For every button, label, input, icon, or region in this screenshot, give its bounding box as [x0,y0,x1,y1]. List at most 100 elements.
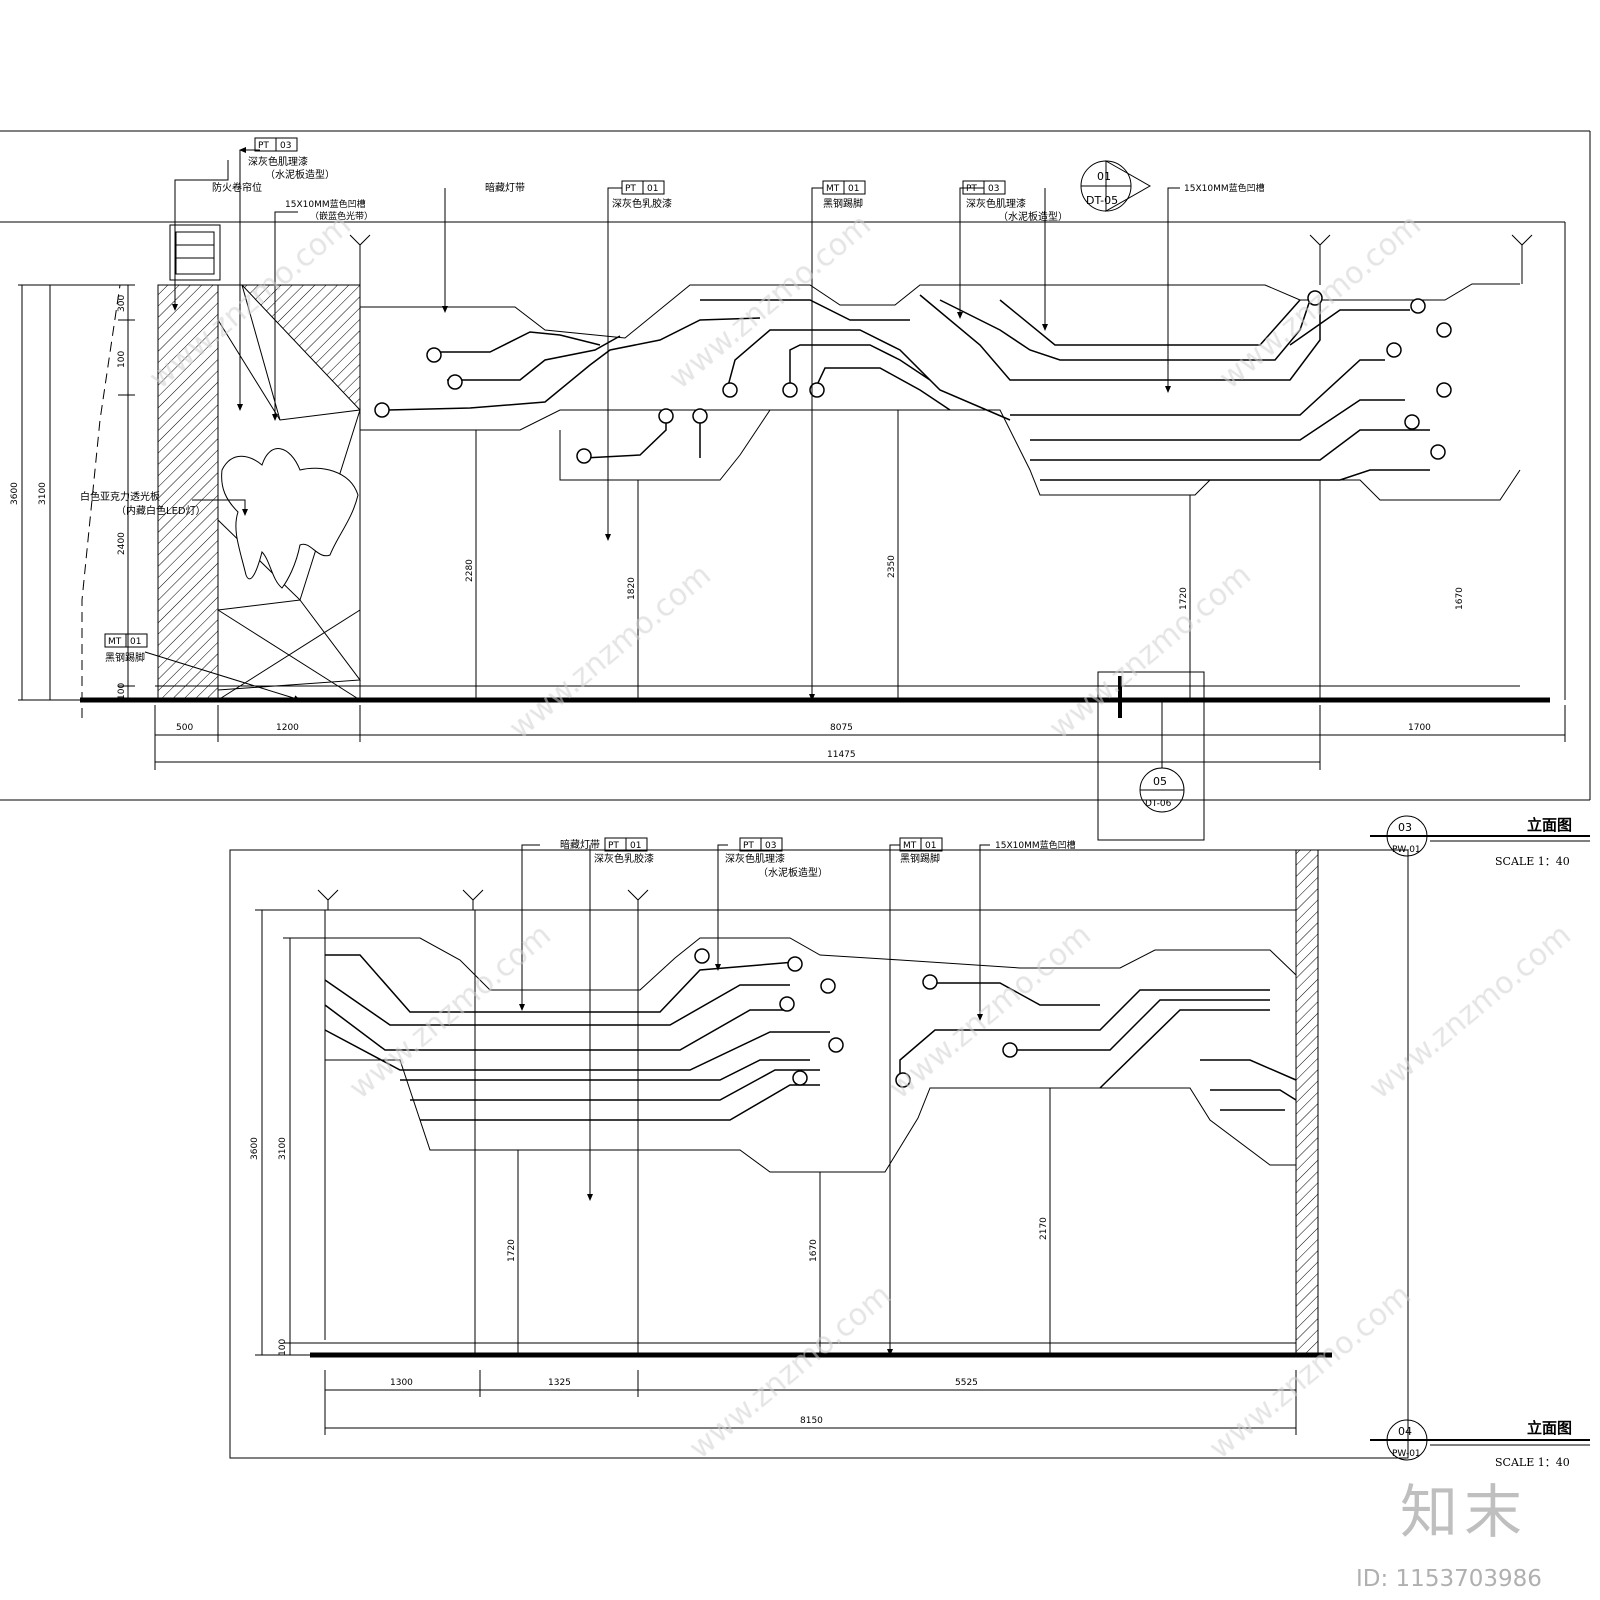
callout-text: 白色亚克力透光板 [80,490,160,503]
vdim-300: 300 [117,295,127,312]
watermark-site: www.znzmo.com [683,1278,898,1467]
callout-tag: MT [826,184,840,194]
callout-code: 01 [848,184,859,194]
light-fixtures [349,234,1533,307]
height-dim: 1720 [1179,587,1189,610]
callout-sub: （内藏白色LED灯） [116,504,206,517]
panel-facet-b [217,609,361,701]
bottom-elevation [229,837,1590,1461]
title-label: 立面图 [1527,1419,1572,1437]
callout-text: 深灰色肌理漆 [248,155,308,168]
watermark-id: ID: 1153703986 [1356,1566,1542,1592]
hdim: 1300 [390,1378,413,1388]
callout-sub: （水泥板造型） [265,168,335,181]
watermark-logo: 知末 [1400,1478,1529,1546]
vdim-2400: 2400 [117,532,127,555]
circuit-panel-lower-outline [360,409,771,481]
callout-code: 03 [280,141,291,151]
title-sheet: PW-01 [1392,1449,1421,1459]
callout-tag: MT [108,637,122,647]
bottom-circuit-nodes [694,948,1018,1088]
watermark-site: www.znzmo.com [1043,558,1258,747]
title-number: 04 [1398,1425,1412,1438]
height-dim: 1670 [1455,587,1465,610]
height-dim: 2170 [1039,1217,1049,1240]
hdim: 1325 [548,1378,571,1388]
total-dim: 11475 [827,750,856,760]
hdim: 1200 [276,723,299,733]
title-scale: SCALE 1：40 [1495,1456,1570,1469]
vdim-100b: 100 [117,683,127,700]
callout-code: 03 [765,841,776,851]
vdim-3600: 3600 [250,1137,260,1160]
vdim-3100: 3100 [38,482,48,505]
title-scale: SCALE 1：40 [1495,855,1570,868]
circuit-panel-right-lower [770,409,1521,501]
hdim: 500 [176,723,193,733]
callout-text: 暗藏灯带 [560,838,600,851]
fire-shutter-box [169,224,221,281]
height-dim: 1720 [507,1239,517,1262]
callout-code: 01 [630,841,641,851]
section-marker-sheet: DT-05 [1086,194,1118,207]
callout-text: 黑钢踢脚 [823,197,863,210]
fire-shutter-inner [175,231,215,275]
callout-text: 黑钢踢脚 [105,651,145,664]
callout-code: 01 [130,637,141,647]
callout-tag: MT [903,841,917,851]
callout-text: 防火卷帘位 [212,181,262,194]
section-marker-number: 01 [1097,170,1111,183]
watermark-site: www.znzmo.com [883,918,1098,1107]
dashed-extent [81,284,121,718]
callout-leaders [144,147,1180,702]
vdim-100: 100 [278,1339,288,1356]
bottom-callout-leaders [519,844,990,1356]
height-dim: 2280 [465,559,475,582]
callout-text: 暗藏灯带 [485,181,525,194]
callout-code: 03 [988,184,999,194]
bottom-right-hatch [1295,849,1319,1356]
watermark-site: www.znzmo.com [1363,918,1578,1107]
callout-code: 01 [647,184,658,194]
vertical-dimensions [18,284,135,701]
watermark-site: www.znzmo.com [1213,208,1428,397]
detail-box [1097,671,1205,841]
callout-text: 黑钢踢脚 [900,852,940,865]
callout-sub: （水泥板造型） [998,210,1068,223]
circuit-traces [387,294,1430,481]
vdim-100: 100 [117,351,127,368]
bottom-frame [229,849,1409,1459]
callout-tag: PT [608,841,619,851]
world-map-shape [221,448,359,589]
total-dim: 8150 [800,1416,823,1426]
hdim: 5525 [955,1378,978,1388]
callout-tag: PT [625,184,636,194]
callout-text: 15X10MM蓝色凹槽 [995,839,1076,851]
height-dim: 1820 [627,577,637,600]
height-dim: 1670 [809,1239,819,1262]
bottom-circuit-traces [324,954,1297,1121]
section-marker-arrow [1105,160,1152,212]
callout-tag: PT [258,141,269,151]
callout-code: 01 [925,841,936,851]
panel-facet-c [241,284,281,421]
detail-marker-number: 05 [1153,775,1167,788]
circuit-nodes [374,290,1452,464]
top-elevation-labels: PT 03 深灰色肌理漆 （水泥板造型） 防火卷帘位 15X10MM蓝色凹槽 （… [10,141,1572,868]
callout-tag: PT [743,841,754,851]
tag-boxes [104,137,1006,648]
title-number: 03 [1398,821,1412,834]
bottom-panel-upper [325,937,1297,991]
hdim: 8075 [830,723,853,733]
vdim-3600: 3600 [10,482,20,505]
callout-text: 深灰色乳胶漆 [612,197,672,210]
detail-marker-sheet: DT-06 [1145,799,1172,809]
wall-section-hatch [157,284,219,701]
horizontal-dimensions [154,705,1566,770]
hdim: 1700 [1408,723,1431,733]
top-elevation [0,130,1591,857]
callout-sub: （嵌蓝色光带） [310,210,373,222]
callout-sub: 深灰色乳胶漆 [594,852,654,865]
bottom-elevation-labels: 暗藏灯带 PT 01 深灰色乳胶漆 PT 03 深灰色肌理漆 （水泥板造型） M… [250,838,1572,1469]
